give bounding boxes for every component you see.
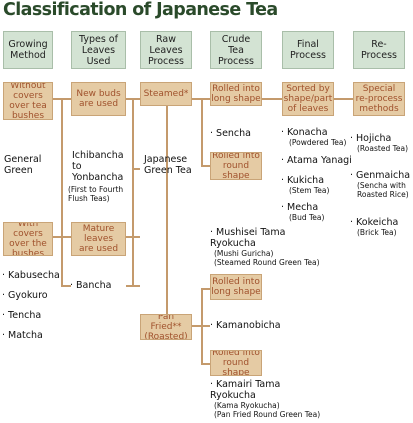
box-new-buds: New buds are used <box>71 82 126 116</box>
label-mecha-sub: (Bud Tea) <box>289 213 325 222</box>
box-special: Special re-process methods <box>353 82 405 116</box>
label-kamanobicha: · Kamanobicha <box>210 320 281 331</box>
label-japanese-green-tea: Japanese Green Tea <box>144 154 192 176</box>
label-mecha: · Mecha <box>281 202 319 213</box>
connector-line <box>201 288 210 290</box>
label-kukicha-sub: (Stem Tea) <box>289 186 330 195</box>
connector-line <box>201 288 203 364</box>
box-rolled-round-steamed: Rolled into round shape <box>210 152 262 180</box>
header-final-process: Final Process <box>282 31 334 69</box>
label-tencha: · Tencha <box>2 310 42 321</box>
header-growing-method: Growing Method <box>3 31 53 69</box>
label-general-green: General Green <box>4 154 42 176</box>
label-atama-yanagi: · Atama Yanagi <box>281 155 352 166</box>
label-kamairi-sub: (Kama Ryokucha) (Pan Fried Round Green T… <box>214 401 321 419</box>
page-title: Classification of Japanese Tea <box>3 0 278 20</box>
label-kamairi: · Kamairi Tama Ryokucha <box>210 379 281 401</box>
label-hojicha: · Hojicha <box>350 133 392 144</box>
label-bancha: · Bancha <box>70 280 112 291</box>
label-matcha: · Matcha <box>2 330 43 341</box>
box-mature-leaves: Mature leaves are used <box>71 222 126 256</box>
box-pan-fried: Pan Fried** (Roasted) <box>140 314 192 340</box>
box-rolled-long-steamed: Rolled into long shape <box>210 82 262 106</box>
label-konacha-sub: (Powdered Tea) <box>289 138 347 147</box>
label-kokeicha: · Kokeicha <box>350 217 399 228</box>
label-ichibancha-sub: (First to Fourth Flush Teas) <box>68 185 124 203</box>
connector-line <box>262 98 282 100</box>
box-rolled-round-pan: Rolled into round shape <box>210 350 262 376</box>
header-types-of-leaves: Types of Leaves Used <box>71 31 126 69</box>
label-sencha: · Sencha <box>210 128 252 139</box>
header-re-process: Re- Process <box>353 31 405 69</box>
header-crude-tea-process: Crude Tea Process <box>210 31 262 69</box>
label-ichibancha: Ichibancha to Yonbancha <box>72 150 124 183</box>
header-raw-leaves-process: Raw Leaves Process <box>140 31 192 69</box>
connector-line <box>132 168 140 170</box>
label-genmaicha-sub: (Sencha with Roasted Rice) <box>357 181 409 199</box>
label-gyokuro: · Gyokuro <box>2 290 48 301</box>
label-kabusecha: · Kabusecha <box>2 270 60 281</box>
box-without-covers: Without covers over tea bushes <box>3 82 53 120</box>
connector-line <box>166 106 168 319</box>
label-hojicha-sub: (Roasted Tea) <box>357 144 409 153</box>
label-mushisei: · Mushisei Tama Ryokucha <box>210 227 286 249</box>
box-sorted: Sorted by shape/part of leaves <box>282 82 334 116</box>
connector-line <box>126 285 140 287</box>
box-rolled-long-pan: Rolled into long shape <box>210 274 262 300</box>
connector-line <box>61 285 71 287</box>
box-steamed: Steamed* <box>140 82 192 106</box>
connector-line <box>61 98 63 286</box>
connector-line <box>201 363 210 365</box>
label-kokeicha-sub: (Brick Tea) <box>357 228 397 237</box>
label-mushisei-sub: (Mushi Guricha) (Steamed Round Green Tea… <box>214 249 320 267</box>
connector-line <box>132 98 134 286</box>
label-genmaicha: · Genmaicha <box>350 170 411 181</box>
box-with-covers: With covers over the bushes <box>3 222 53 256</box>
label-konacha: · Konacha <box>281 127 328 138</box>
label-kukicha: · Kukicha <box>281 175 325 186</box>
connector-line <box>334 98 353 100</box>
connector-line <box>201 98 203 166</box>
connector-line <box>201 165 210 167</box>
